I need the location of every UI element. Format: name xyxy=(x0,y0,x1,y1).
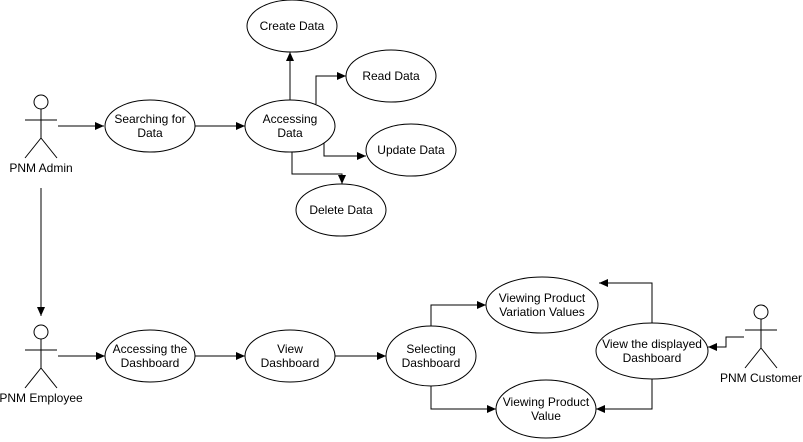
usecase-read: Read Data xyxy=(345,49,437,103)
edge-select-to-value xyxy=(430,386,496,413)
usecase-label: Dashboard xyxy=(261,356,320,370)
usecase-label: View the displayed xyxy=(602,337,702,351)
usecase-ellipse xyxy=(104,329,196,383)
usecase-label: Create Data xyxy=(260,19,325,33)
usecase-update: Update Data xyxy=(365,123,457,177)
usecase-ellipse xyxy=(244,329,336,383)
usecase-ellipse xyxy=(244,99,336,153)
usecase-ellipse xyxy=(295,183,387,237)
edge-displayed-to-variation xyxy=(599,279,653,323)
usecase-label: Variation Values xyxy=(499,305,585,319)
usecase-label: Value xyxy=(531,409,561,423)
actor-label: PNM Employee xyxy=(0,391,83,405)
edge-customer-to-displayed xyxy=(708,336,744,351)
usecase-label: Dashboard xyxy=(121,356,180,370)
edge-access-to-read xyxy=(315,72,346,104)
usecase-label: Dashboard xyxy=(402,356,461,370)
usecase-ellipse xyxy=(595,322,709,380)
stick-figure-icon xyxy=(24,324,58,389)
actor-label: PNM Customer xyxy=(720,371,802,385)
actor-customer: PNM Customer xyxy=(720,304,802,385)
usecase-label: Viewing Product xyxy=(499,291,586,305)
edge-displayed-to-value xyxy=(596,379,653,413)
stick-figure-icon xyxy=(744,304,778,369)
usecase-ellipse xyxy=(385,325,477,387)
edge-select-to-variation xyxy=(430,301,486,326)
usecase-ellipse xyxy=(365,123,457,177)
usecase-ellipse xyxy=(485,276,599,334)
usecase-label: Searching for xyxy=(114,112,185,126)
actor-employee: PNM Employee xyxy=(0,324,83,405)
usecase-label: Data xyxy=(277,126,303,140)
edge-access-to-update xyxy=(323,142,366,160)
usecase-label: Delete Data xyxy=(309,203,373,217)
usecase-ellipse xyxy=(246,0,338,53)
edges xyxy=(37,52,744,413)
usecase-label: Dashboard xyxy=(623,351,682,365)
usecase-ellipse xyxy=(345,49,437,103)
stick-figure-icon xyxy=(24,94,58,159)
usecase-label: Accessing xyxy=(263,112,318,126)
usecase-label: Data xyxy=(137,126,163,140)
edge-access-to-delete xyxy=(291,152,346,184)
usecase-label: Viewing Product xyxy=(503,395,590,409)
usecase-label: Update Data xyxy=(377,143,445,157)
usecase-label: View xyxy=(277,342,303,356)
usecase-create: Create Data xyxy=(246,0,338,53)
usecase-ellipse xyxy=(495,379,597,439)
usecase-ellipse xyxy=(104,99,196,153)
usecase-label: Accessing the xyxy=(113,342,188,356)
usecase-label: Read Data xyxy=(362,69,420,83)
usecase-label: Selecting xyxy=(406,342,455,356)
usecase-delete: Delete Data xyxy=(295,183,387,237)
actor-admin: PNM Admin xyxy=(9,94,73,175)
actor-label: PNM Admin xyxy=(9,161,72,175)
